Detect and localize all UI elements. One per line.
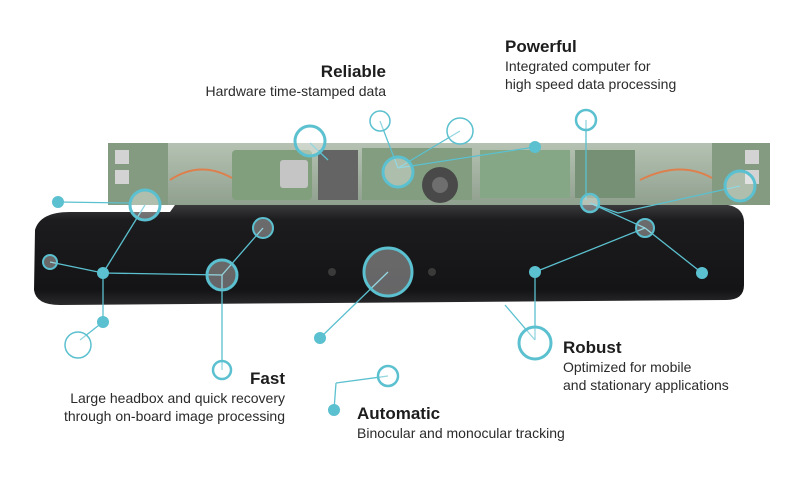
feature-description: Hardware time-stamped data: [205, 83, 386, 99]
feature-fast: Fast Large headbox and quick recovery th…: [20, 369, 285, 425]
circuit-board: [108, 143, 770, 205]
feature-description: high speed data processing: [505, 76, 677, 92]
feature-description: through on-board image processing: [63, 408, 285, 424]
feature-title: Robust: [563, 338, 622, 357]
feature-automatic: Automatic Binocular and monocular tracki…: [357, 404, 617, 442]
feature-title: Fast: [250, 369, 285, 388]
feature-description: Binocular and monocular tracking: [357, 425, 565, 441]
tracker-bar: [34, 205, 745, 305]
feature-powerful: Powerful Integrated computer for high sp…: [505, 37, 735, 93]
feature-reliable: Reliable Hardware time-stamped data: [160, 62, 386, 100]
feature-robust: Robust Optimized for mobile and stationa…: [563, 338, 783, 394]
hotspot-dots: [52, 141, 708, 416]
hotspot-rings: [42, 108, 757, 388]
feature-description: Optimized for mobile: [563, 359, 692, 375]
feature-description: Integrated computer for: [505, 58, 651, 74]
feature-title: Powerful: [505, 37, 577, 56]
feature-title: Reliable: [320, 62, 386, 81]
feature-description: and stationary applications: [563, 377, 729, 393]
feature-title: Automatic: [357, 404, 441, 423]
feature-description: Large headbox and quick recovery: [70, 390, 285, 406]
